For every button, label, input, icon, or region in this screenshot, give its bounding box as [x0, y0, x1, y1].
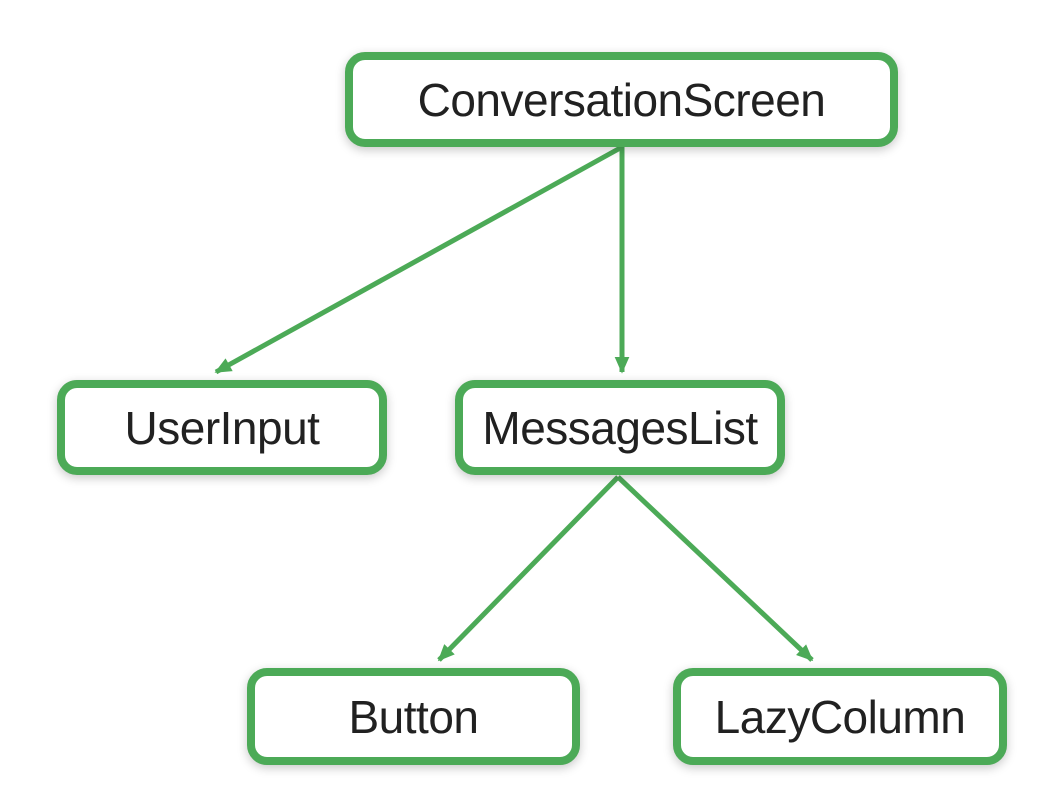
- node-lazycolumn: LazyColumn: [673, 668, 1007, 765]
- node-lazycolumn-label: LazyColumn: [714, 690, 966, 743]
- node-userinput: UserInput: [57, 380, 387, 475]
- node-messageslist: MessagesList: [455, 380, 785, 475]
- node-messageslist-label: MessagesList: [482, 401, 758, 454]
- node-userinput-label: UserInput: [124, 401, 320, 454]
- edge-messageslist-lazycolumn: [616, 475, 814, 662]
- node-button-label: Button: [348, 690, 480, 743]
- node-conversationscreen-label: ConversationScreen: [417, 73, 826, 126]
- node-conversationscreen: ConversationScreen: [345, 52, 898, 147]
- edge-conversationscreen-userinput: [214, 144, 624, 375]
- node-button: Button: [247, 668, 580, 765]
- edge-messageslist-button: [437, 475, 620, 662]
